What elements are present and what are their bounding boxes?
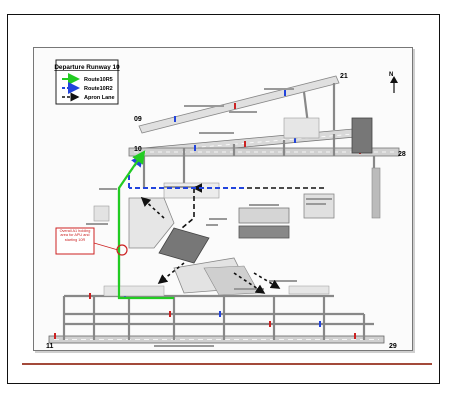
svg-text:N: N — [389, 72, 393, 78]
runway-label-09: 09 — [134, 116, 142, 123]
callout-leader — [93, 242, 119, 251]
runway-09-21 — [138, 75, 340, 134]
route-10r5-path — [117, 150, 174, 300]
callout-text: Overall A1 holding area for APU and star… — [59, 229, 91, 242]
callout-box: Overall A1 holding area for APU and star… — [55, 227, 95, 255]
runway-label-10: 10 — [134, 146, 142, 153]
runway-11-29 — [48, 335, 385, 344]
legend-item-route10r2: Route10R2 — [84, 86, 113, 92]
runway-label-21: 21 — [340, 73, 348, 80]
legend-item-apron-lane: Apron Lane — [84, 95, 115, 101]
taxiway-network — [62, 83, 376, 340]
airport-diagram: Departure Runway 10 Route10R5 Route10R2 … — [33, 47, 413, 351]
legend: Departure Runway 10 Route10R5 Route10R2 … — [54, 59, 120, 105]
runway-label-29: 29 — [389, 343, 397, 350]
runway-10-28 — [128, 147, 400, 157]
terminal-buildings — [93, 117, 381, 297]
runway-label-28: 28 — [398, 151, 406, 158]
legend-title: Departure Runway 10 — [54, 64, 120, 71]
legend-item-route10r5: Route10R5 — [84, 77, 113, 83]
facility-label-marks — [86, 88, 332, 347]
route-10r2-path — [128, 154, 244, 189]
airport-diagram-svg: Departure Runway 10 Route10R5 Route10R2 … — [46, 59, 406, 350]
runway-label-11: 11 — [46, 343, 54, 350]
north-arrow-icon: N — [389, 72, 398, 93]
footer-rule — [22, 363, 432, 365]
